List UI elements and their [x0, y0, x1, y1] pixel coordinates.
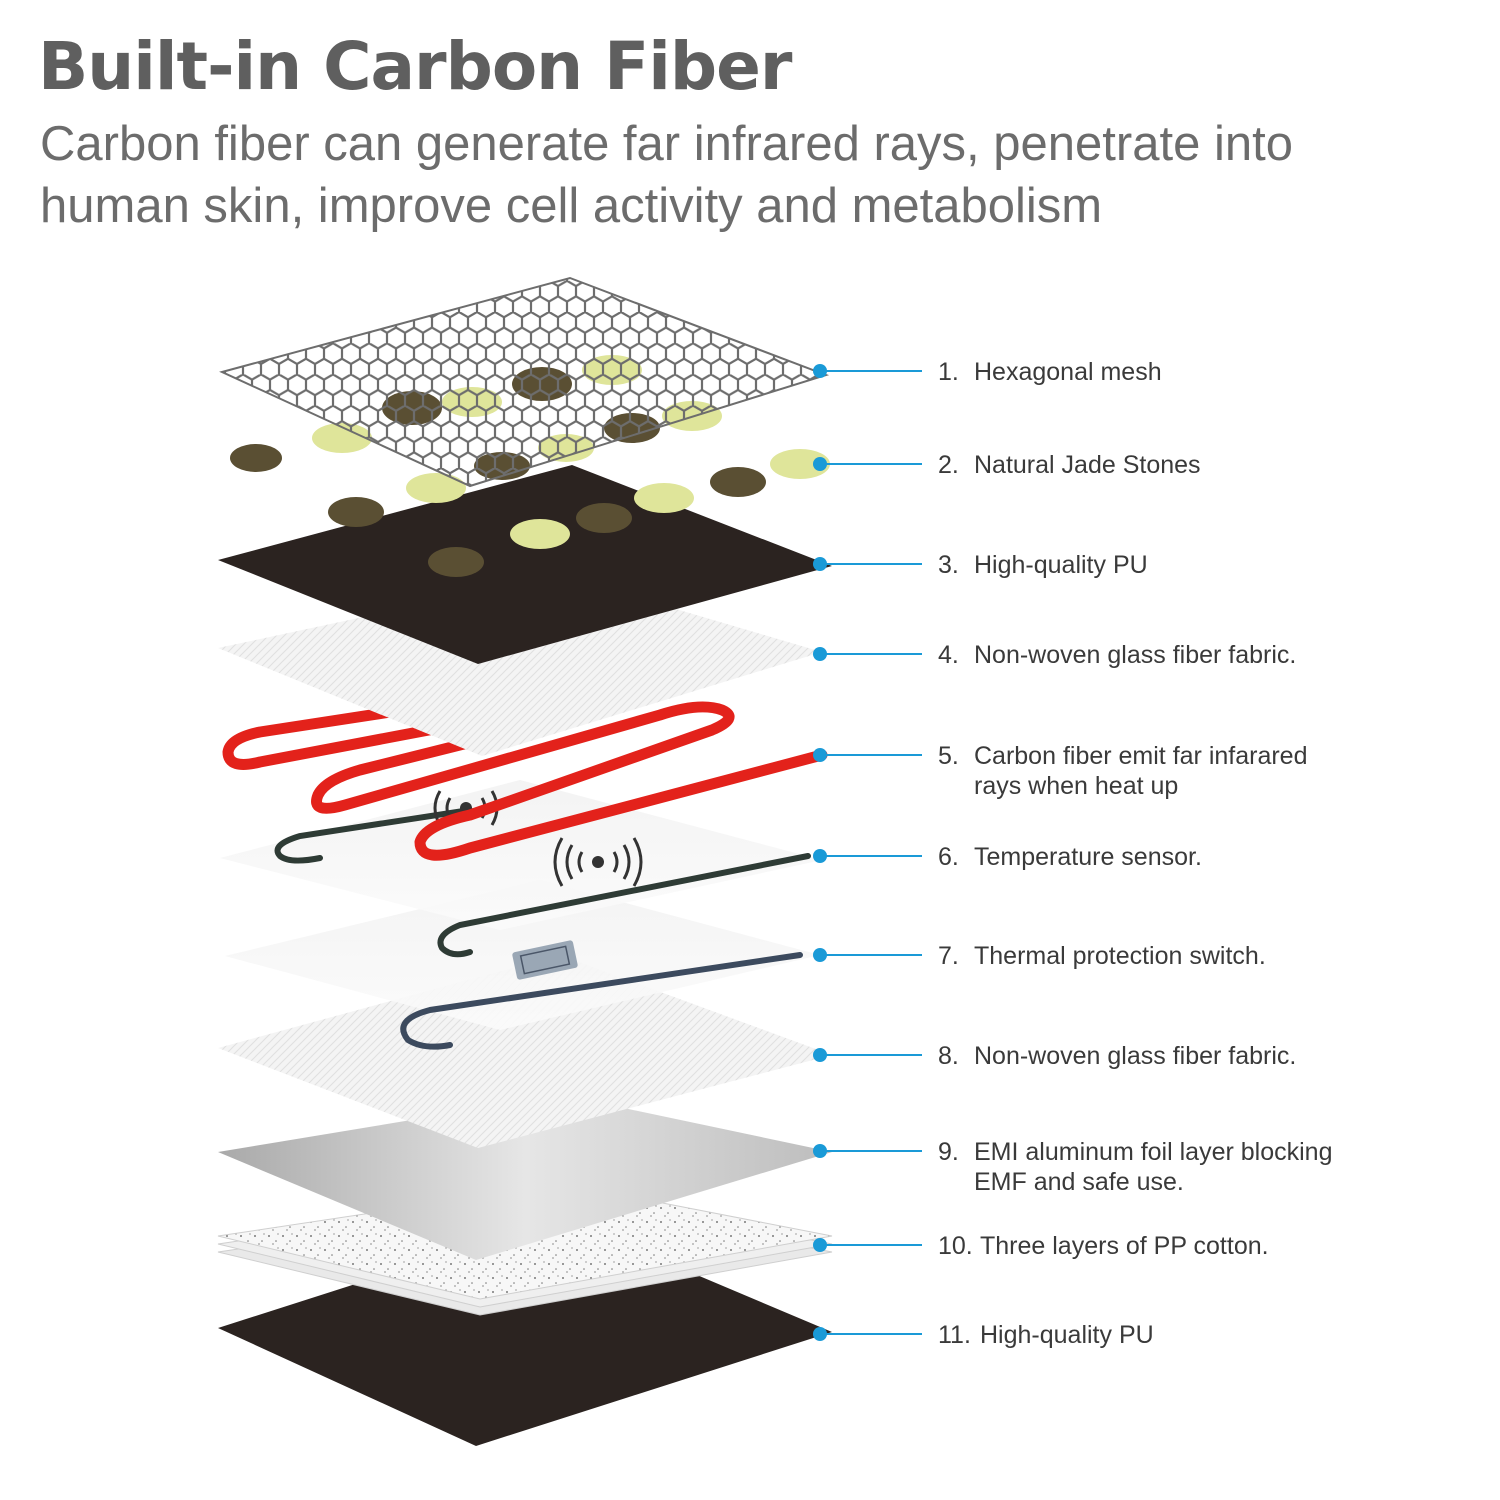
callout-number: 11.	[938, 1321, 971, 1349]
hexagonal-mesh-layer	[219, 276, 830, 488]
callout-number: 3.	[938, 551, 959, 579]
callout-item: 4. Non-woven glass fiber fabric.	[813, 641, 1296, 669]
callout-list: 1. Hexagonal mesh 2. Natural Jade Stones 3. H…	[813, 358, 1332, 1349]
callout-number: 1.	[938, 358, 959, 386]
callout-number: 8.	[938, 1042, 959, 1070]
heater-carrier-sheet	[220, 780, 822, 930]
callout-item: 3. High-quality PU	[813, 551, 1148, 579]
callout-label: EMI aluminum foil layer blocking	[974, 1138, 1332, 1166]
callout-item: 6. Temperature sensor.	[813, 843, 1202, 871]
subtitle-line: Carbon fiber can generate far infrared r…	[40, 117, 1293, 171]
callout-dot	[813, 1144, 827, 1158]
callout-label: rays when heat up	[974, 772, 1178, 800]
callout-number: 9.	[938, 1138, 959, 1166]
callout-item: 11. High-quality PU	[813, 1321, 1154, 1349]
callout-dot	[813, 849, 827, 863]
thermal-switch-wire	[400, 952, 803, 1050]
callout-label: Non-woven glass fiber fabric.	[974, 1042, 1296, 1070]
callout-item: 8. Non-woven glass fiber fabric.	[813, 1042, 1296, 1070]
temperature-sensor-wire-loop	[274, 807, 473, 864]
callout-dot	[813, 748, 827, 762]
callout-label: Temperature sensor.	[974, 843, 1202, 871]
callout-number: 2.	[938, 451, 959, 479]
callout-number: 7.	[938, 942, 959, 970]
temperature-sensor-wire	[437, 853, 811, 958]
callout-number: 10.	[938, 1232, 973, 1260]
callout-label: EMF and safe use.	[974, 1168, 1184, 1196]
callout-dot	[813, 948, 827, 962]
callout-number: 6.	[938, 843, 959, 871]
callout-label: Hexagonal mesh	[974, 358, 1162, 386]
callout-item: 1. Hexagonal mesh	[813, 358, 1162, 386]
aluminum-foil-layer	[218, 1095, 832, 1260]
callout-item: 10.Three layers of PP cotton.	[813, 1232, 1269, 1260]
page-subtitle: Carbon fiber can generate far infrared r…	[40, 113, 1460, 237]
callout-label: Non-woven glass fiber fabric.	[974, 641, 1296, 669]
callout-dot	[813, 1327, 827, 1341]
subtitle-line: human skin, improve cell activity and me…	[40, 179, 1103, 233]
callout-label: Carbon fiber emit far infarared	[974, 742, 1307, 770]
callout-number: 4.	[938, 641, 959, 669]
page-title: Built-in Carbon Fiber	[38, 28, 792, 105]
callout-label: High-quality PU	[974, 551, 1148, 579]
sensor-signal-icon	[553, 837, 643, 887]
callout-item: 7. Thermal protection switch.	[813, 942, 1266, 970]
callout-dot	[813, 557, 827, 571]
callout-dot	[813, 647, 827, 661]
thermal-switch-chip	[512, 940, 578, 980]
callout-label: Three layers of PP cotton.	[980, 1232, 1269, 1260]
callout-label: High-quality PU	[980, 1321, 1154, 1349]
callout-label: Natural Jade Stones	[974, 451, 1201, 479]
callout-item: 2. Natural Jade Stones	[813, 451, 1201, 479]
pu-top-layer	[218, 465, 832, 664]
carbon-fiber-heating-wire	[222, 684, 828, 861]
callout-dot	[813, 457, 827, 471]
callout-label: Thermal protection switch.	[974, 942, 1266, 970]
callout-dot	[813, 1048, 827, 1062]
glass-fiber-layer-lower	[218, 955, 832, 1148]
callout-number: 5.	[938, 742, 959, 770]
callout-dot	[813, 1238, 827, 1252]
callout-dot	[813, 364, 827, 378]
